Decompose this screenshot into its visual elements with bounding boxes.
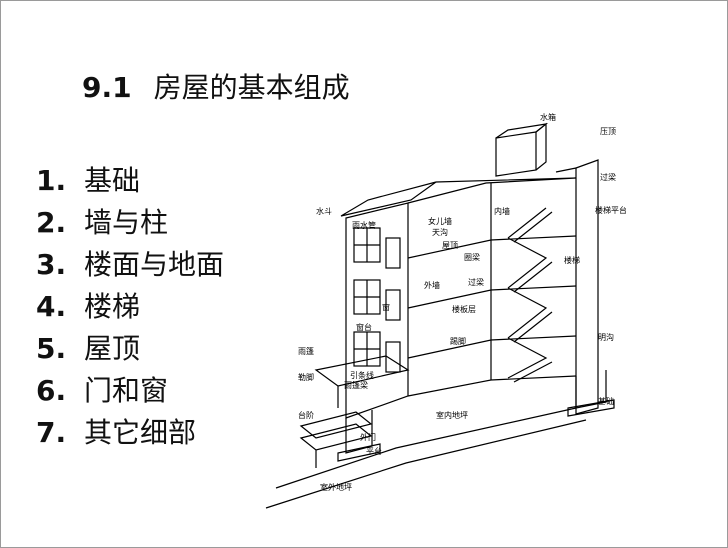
label-steps: 台阶 bbox=[298, 410, 314, 420]
list-item-number: 2. bbox=[36, 206, 67, 239]
label-floor-slab: 楼板层 bbox=[452, 304, 476, 314]
label-stair-landing: 楼梯平台 bbox=[595, 205, 626, 215]
list-item-text: 屋顶 bbox=[84, 332, 141, 365]
label-downpipe: 雨水管 bbox=[352, 220, 376, 230]
label-indoor-floor: 室内地坪 bbox=[436, 410, 468, 420]
label-canopy-beam: 雨篷梁 bbox=[344, 380, 368, 390]
component-list: 1. 基础 2. 墙与柱 3. 楼面与地面 4. 楼梯 5. 屋顶 6. 门和窗 7. 其它细… bbox=[36, 160, 224, 454]
label-gutter: 水斗 bbox=[316, 206, 332, 216]
list-item-text: 其它细部 bbox=[84, 416, 197, 449]
list-item-text: 楼面与地面 bbox=[84, 248, 225, 281]
list-item: 2. 墙与柱 bbox=[36, 202, 224, 244]
list-item-number: 3. bbox=[36, 248, 67, 281]
label-roof-slab: 压顶 bbox=[600, 127, 616, 136]
label-ground-floor: 踢脚 bbox=[450, 336, 466, 346]
label-inner-wall: 内墙 bbox=[494, 206, 510, 216]
building-cutaway-drawing: 水箱 压顶 过梁 楼梯平台 楼梯 过梁 明沟 基础 水斗 雨水管 女儿墙 天沟 … bbox=[265, 112, 626, 509]
slide-title: 9.1 房屋的基本组成 bbox=[82, 66, 350, 106]
diagram-labels: 水箱 压顶 过梁 楼梯平台 楼梯 过梁 明沟 基础 水斗 雨水管 女儿墙 天沟 … bbox=[298, 112, 626, 492]
list-item-text: 基础 bbox=[84, 164, 141, 197]
label-lintel: 过梁 bbox=[600, 172, 616, 182]
label-string-course: 引条线 bbox=[350, 370, 374, 380]
label-parapet: 女儿墙 bbox=[428, 216, 452, 226]
title-number: 9.1 bbox=[82, 71, 132, 104]
building-section-diagram: 水箱 压顶 过梁 楼梯平台 楼梯 过梁 明沟 基础 水斗 雨水管 女儿墙 天沟 … bbox=[246, 108, 626, 540]
label-foundation: 基础 bbox=[598, 396, 614, 406]
title-text: 房屋的基本组成 bbox=[153, 71, 350, 104]
label-plinth: 勒脚 bbox=[298, 372, 314, 382]
label-window: 窗 bbox=[382, 302, 390, 312]
label-ring-beam: 圈梁 bbox=[464, 253, 480, 262]
list-item-text: 墙与柱 bbox=[84, 206, 169, 239]
label-open-drain: 明沟 bbox=[598, 332, 614, 342]
list-item-number: 7. bbox=[36, 416, 67, 449]
list-item: 7. 其它细部 bbox=[36, 412, 224, 454]
list-item-number: 4. bbox=[36, 290, 67, 323]
label-stair: 楼梯 bbox=[564, 255, 580, 265]
label-gutter2: 天沟 bbox=[432, 227, 448, 237]
label-lintel2: 过梁 bbox=[468, 277, 484, 287]
label-outdoor-ground: 室外地坪 bbox=[320, 482, 352, 492]
label-water-tank: 水箱 bbox=[540, 112, 556, 122]
list-item-number: 1. bbox=[36, 164, 67, 197]
label-ext-door: 外门 bbox=[360, 432, 376, 442]
label-sill: 窗台 bbox=[356, 322, 372, 332]
list-item-number: 6. bbox=[36, 374, 67, 407]
list-item: 4. 楼梯 bbox=[36, 286, 224, 328]
list-item: 1. 基础 bbox=[36, 160, 224, 202]
label-canopy: 雨篷 bbox=[298, 346, 314, 356]
list-item: 5. 屋顶 bbox=[36, 328, 224, 370]
building-linework bbox=[265, 122, 615, 509]
label-outer-wall: 外墙 bbox=[424, 280, 440, 290]
list-item: 6. 门和窗 bbox=[36, 370, 224, 412]
list-item: 3. 楼面与地面 bbox=[36, 244, 224, 286]
label-roof: 屋顶 bbox=[442, 241, 458, 250]
list-item-text: 楼梯 bbox=[84, 290, 141, 323]
list-item-text: 门和窗 bbox=[84, 374, 169, 407]
list-item-number: 5. bbox=[36, 332, 67, 365]
label-platform: 平台 bbox=[366, 446, 382, 456]
